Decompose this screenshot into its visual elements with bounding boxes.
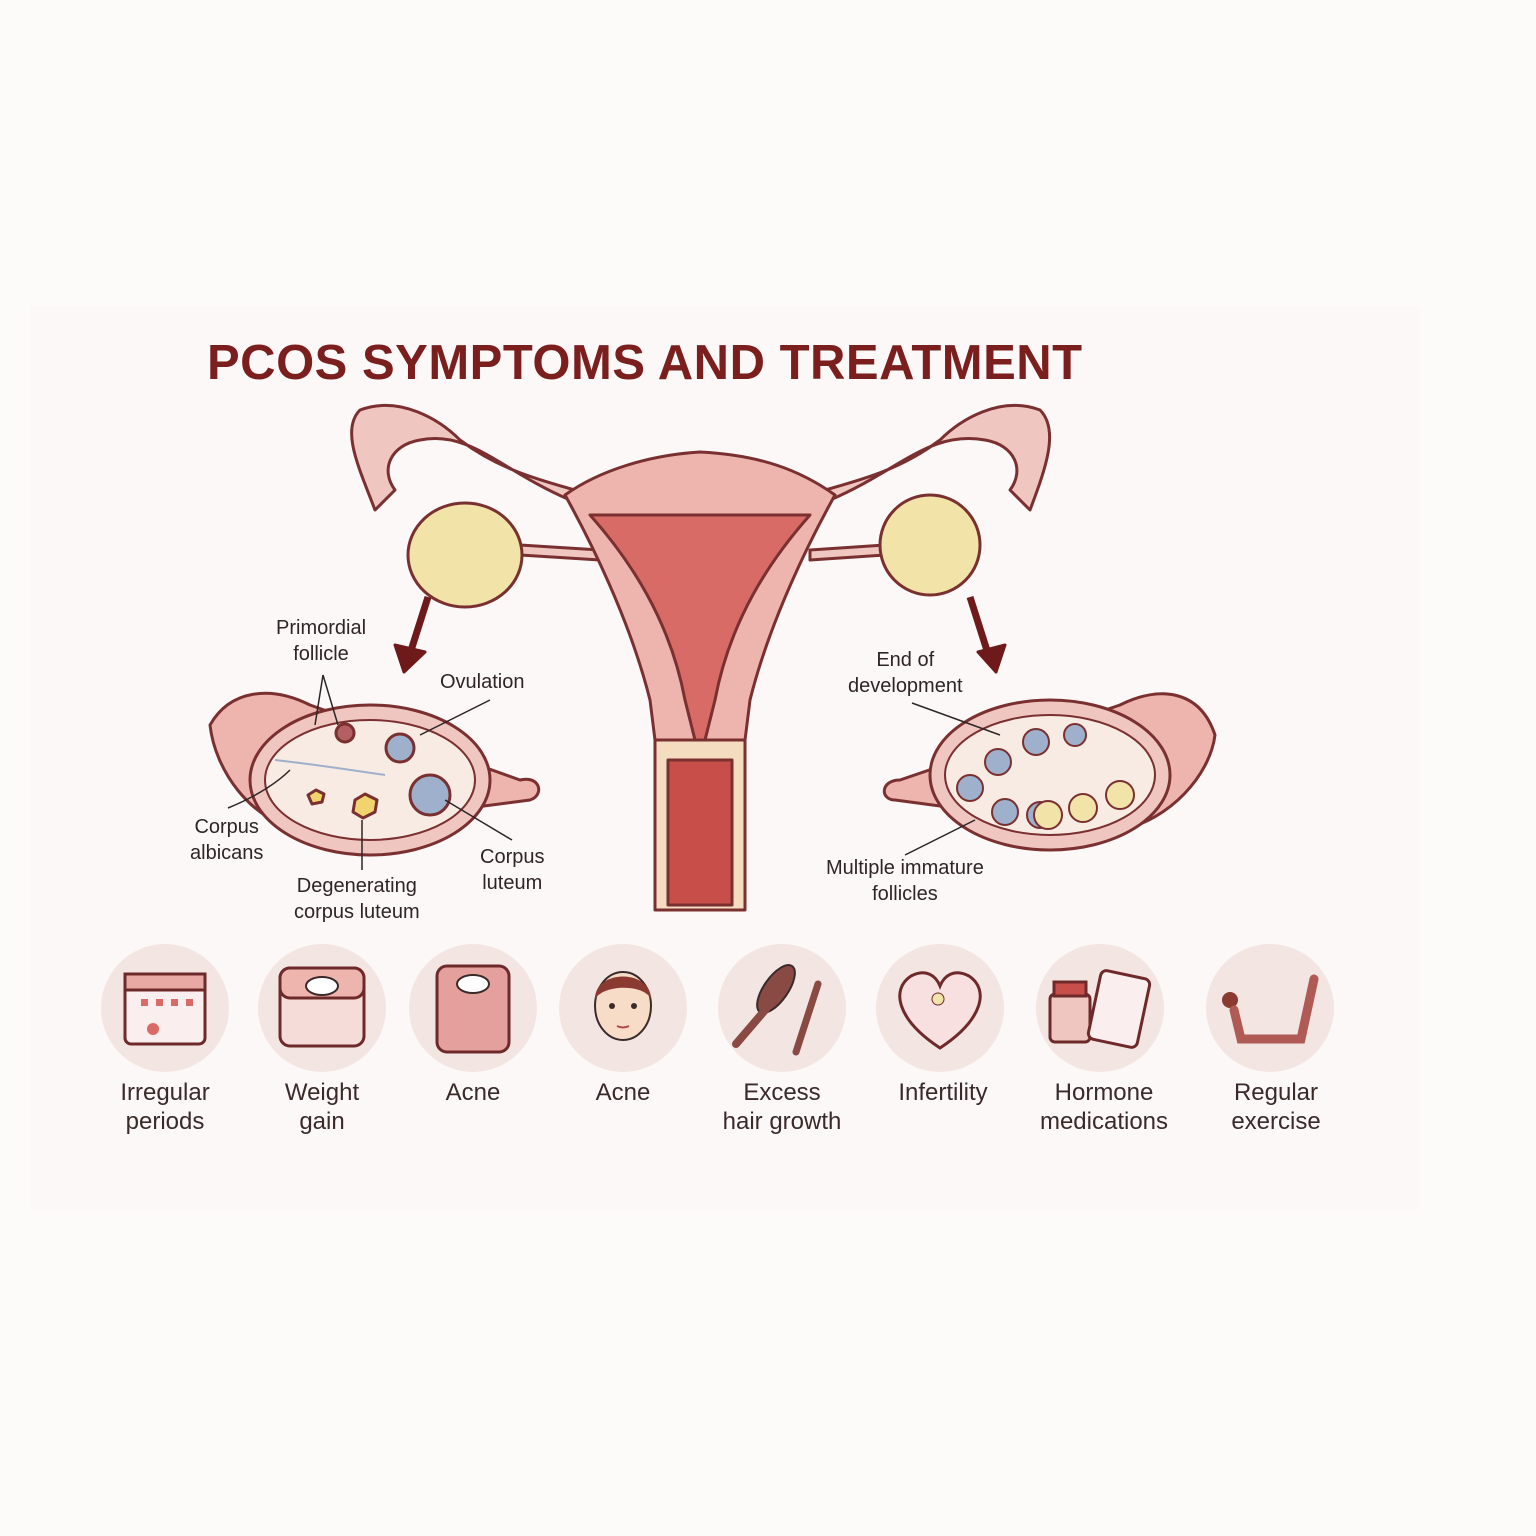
label-line: Corpus xyxy=(480,846,545,868)
right-fallopian-tube xyxy=(823,404,1052,512)
icon-label-acne: Acne xyxy=(383,1078,563,1107)
label-line: Hormone xyxy=(1054,1079,1154,1106)
hairbrush-icon xyxy=(718,944,846,1072)
label-line: albicans xyxy=(190,842,264,864)
label-line: medications xyxy=(1039,1108,1169,1135)
icon-label-infertility: Infertility xyxy=(853,1078,1033,1107)
left-ovary xyxy=(406,501,524,609)
label-line: exercise xyxy=(1231,1108,1321,1135)
label-line: Acne xyxy=(445,1079,501,1106)
label-primordial-follicle: Primordial follicle xyxy=(276,615,366,667)
label-line: Corpus xyxy=(194,816,259,838)
label-line: Degenerating xyxy=(296,875,417,897)
label-corpus-luteum: Corpus luteum xyxy=(480,844,544,896)
label-end-of-development: End of development xyxy=(848,647,963,699)
scale-icon xyxy=(258,944,386,1072)
uterine-cavity xyxy=(588,513,812,742)
heart-icon xyxy=(876,944,1004,1072)
label-line: Infertility xyxy=(898,1079,988,1106)
calendar-icon xyxy=(101,944,229,1072)
scale-icon xyxy=(409,944,537,1072)
right-ovary xyxy=(878,493,982,597)
label-line: hair growth xyxy=(722,1108,842,1135)
page-title: PCOS SYMPTOMS AND TREATMENT xyxy=(207,336,1083,390)
label-line: Multiple immature xyxy=(826,857,984,879)
label-multiple-immature-follicles: Multiple immature follicles xyxy=(826,855,984,907)
label-ovulation: Ovulation xyxy=(440,671,525,693)
exercise-icon xyxy=(1206,944,1334,1072)
label-line: End of xyxy=(876,649,935,671)
label-line: development xyxy=(848,675,963,697)
label-line: follicles xyxy=(872,883,938,905)
label-line: corpus luteum xyxy=(294,901,420,923)
label-line: luteum xyxy=(482,872,543,894)
label-line: Weight xyxy=(284,1079,360,1106)
label-line: Irregular xyxy=(120,1079,210,1106)
label-line: Excess xyxy=(743,1079,821,1106)
icon-label-acne-face: Acne xyxy=(533,1078,713,1107)
face-icon xyxy=(559,944,687,1072)
left-fallopian-tube xyxy=(350,404,577,512)
label-corpus-albicans: Corpus albicans xyxy=(190,814,263,866)
label-line: Regular xyxy=(1233,1079,1319,1106)
label-line: gain xyxy=(299,1108,345,1135)
label-line: periods xyxy=(125,1108,205,1135)
pills-icon xyxy=(1036,944,1164,1072)
label-line: Primordial xyxy=(276,617,367,639)
label-degenerating-corpus-luteum: Degenerating corpus luteum xyxy=(294,873,420,925)
label-line: Acne xyxy=(595,1079,651,1106)
label-line: follicle xyxy=(293,643,349,665)
